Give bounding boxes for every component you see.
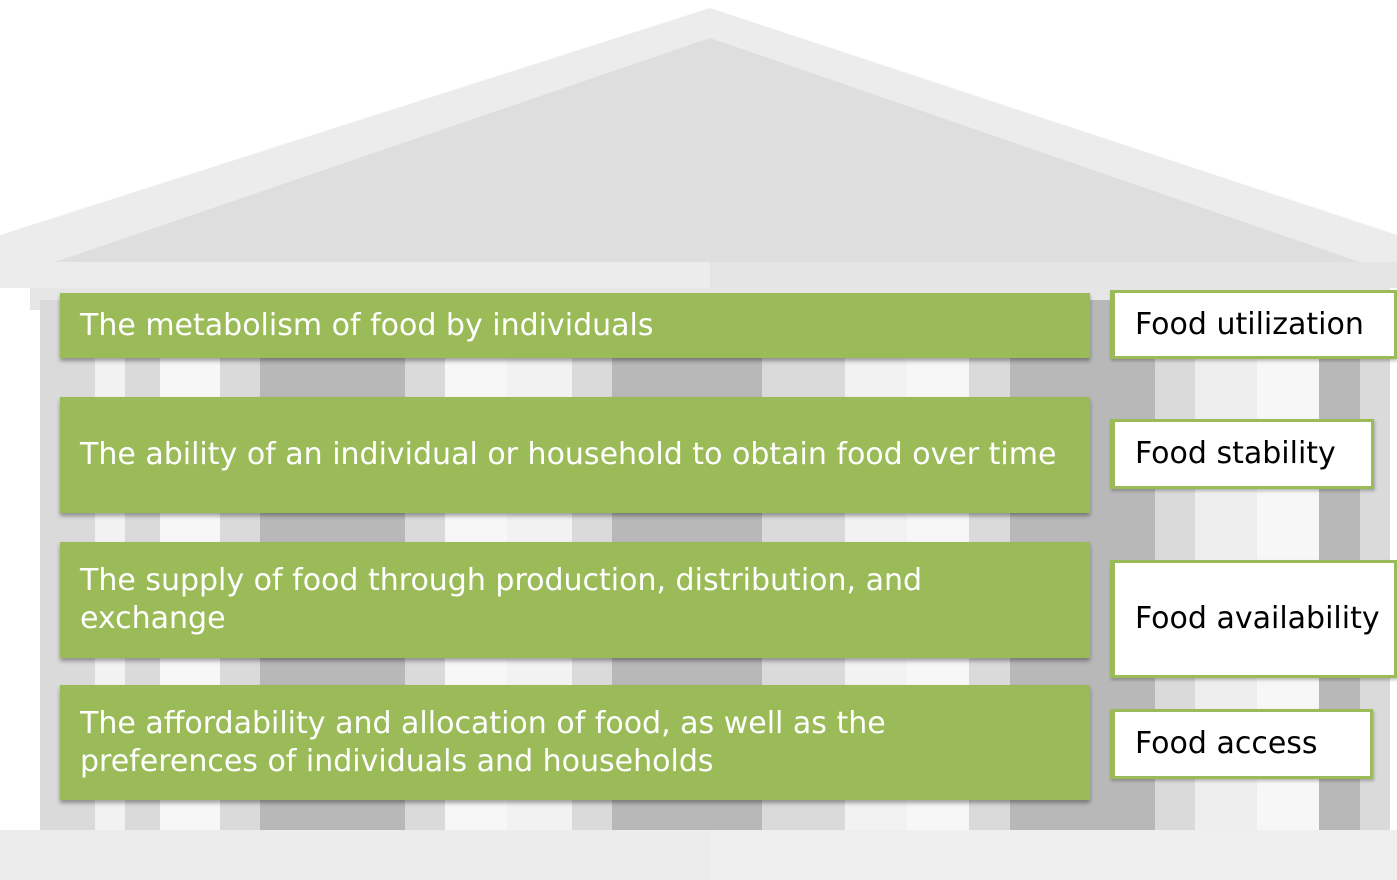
pillar-description: The supply of food through production, d… [60, 542, 1090, 658]
pillar-label: Food utilization [1110, 290, 1397, 359]
pillar-label: Food stability [1110, 419, 1374, 489]
roof-right-shade [710, 262, 1397, 288]
pillar-label: Food availability [1110, 560, 1397, 678]
base-right-shade [710, 830, 1397, 880]
pillar-description: The ability of an individual or househol… [60, 397, 1090, 513]
pillar-label: Food access [1110, 709, 1373, 779]
roof-inner [55, 38, 1360, 262]
pillar-description: The metabolism of food by individuals [60, 293, 1090, 358]
pillar-description: The affordability and allocation of food… [60, 685, 1090, 800]
